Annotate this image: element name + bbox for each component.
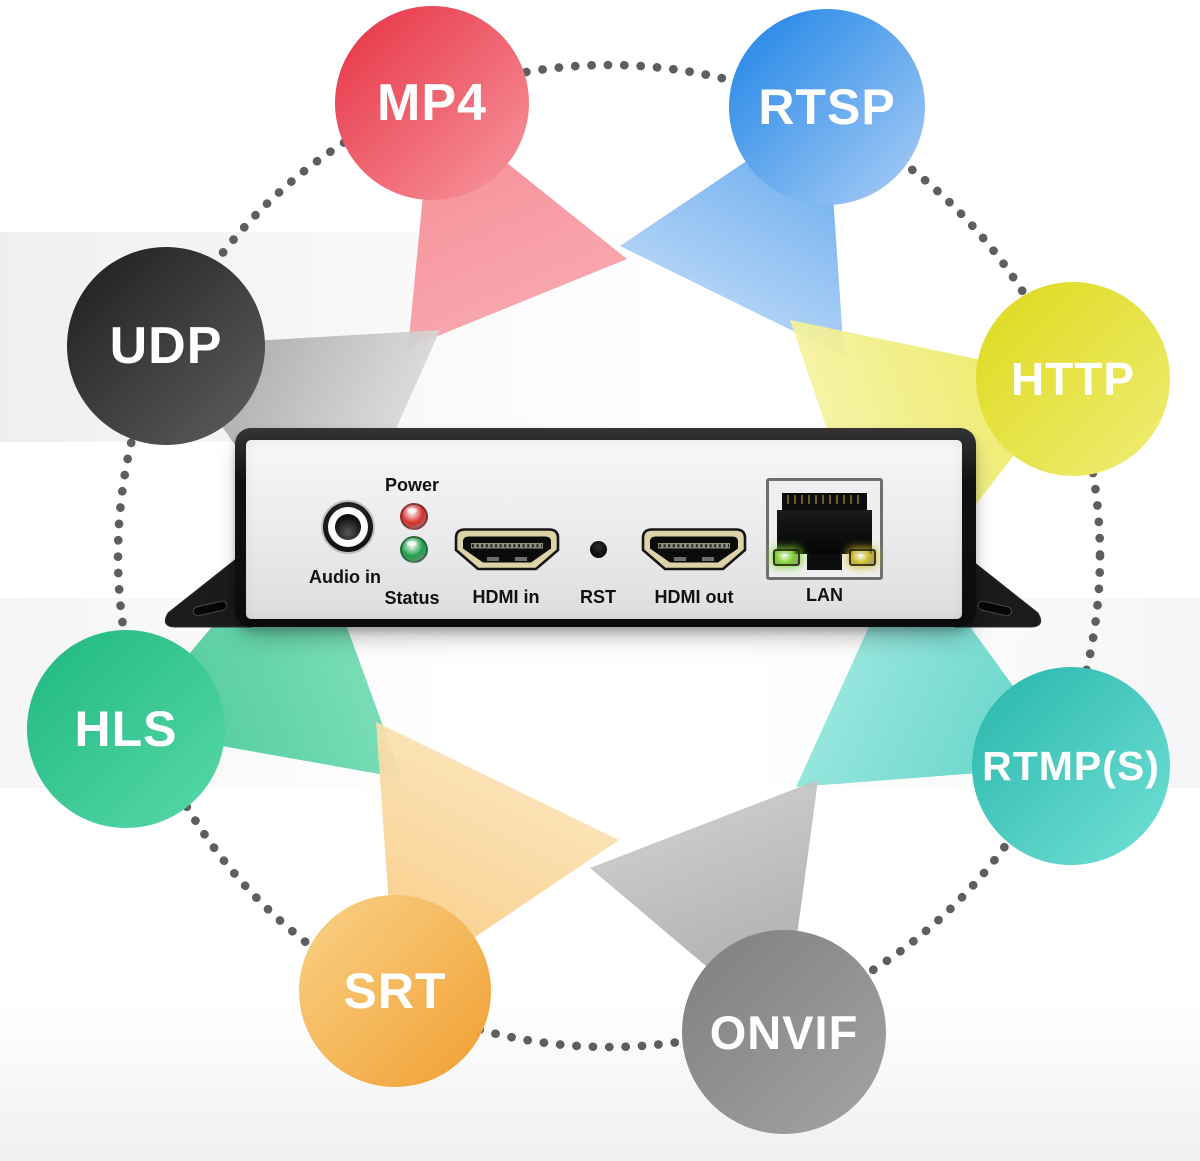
audio-jack-hole [335, 514, 361, 540]
protocol-label-onvif: ONVIF [709, 1005, 859, 1059]
protocol-circle-udp: UDP [67, 247, 265, 445]
protocol-circle-onvif: ONVIF [682, 930, 886, 1134]
protocol-label-udp: UDP [109, 317, 223, 375]
mounting-ear-right [954, 555, 1042, 628]
protocol-label-rtsp: RTSP [758, 79, 896, 135]
protocol-label-hls: HLS [74, 701, 178, 757]
hdmi-out-label: HDMI out [654, 587, 734, 607]
protocol-circle-rtmps: RTMP(S) [972, 667, 1170, 865]
protocol-circle-mp4: MP4 [335, 6, 529, 200]
protocol-label-mp4: MP4 [377, 74, 487, 132]
mounting-slot-right [977, 600, 1013, 617]
lan-label: LAN [806, 585, 843, 605]
power-led [400, 503, 428, 530]
lan-jack-latch [807, 554, 842, 570]
rst-label: RST [580, 587, 616, 607]
lan-port [766, 478, 883, 580]
hdmi-in-port [454, 528, 560, 571]
lan-led-amber [849, 549, 876, 566]
audio-in-jack [323, 502, 373, 552]
status-led [400, 536, 428, 563]
audio-in-label: Audio in [309, 567, 381, 587]
status-label: Status [384, 588, 440, 608]
rst-reset-hole [590, 541, 607, 558]
lan-jack-body [777, 510, 872, 554]
lan-led-green [773, 549, 800, 566]
mounting-slot-left [192, 600, 228, 617]
lan-jack-pins [787, 495, 862, 504]
protocol-circle-srt: SRT [299, 895, 491, 1087]
protocol-circle-http: HTTP [976, 282, 1170, 476]
protocol-circle-hls: HLS [27, 630, 225, 828]
protocol-circle-rtsp: RTSP [729, 9, 925, 205]
hdmi-in-label: HDMI in [472, 587, 540, 607]
mounting-ear-left [164, 555, 252, 628]
protocol-label-http: HTTP [1010, 353, 1136, 405]
power-label: Power [384, 475, 440, 495]
protocol-label-srt: SRT [343, 963, 447, 1019]
protocol-label-rtmps: RTMP(S) [982, 742, 1160, 789]
hdmi-out-port [641, 528, 747, 571]
dotted-ring [113, 60, 1105, 1052]
